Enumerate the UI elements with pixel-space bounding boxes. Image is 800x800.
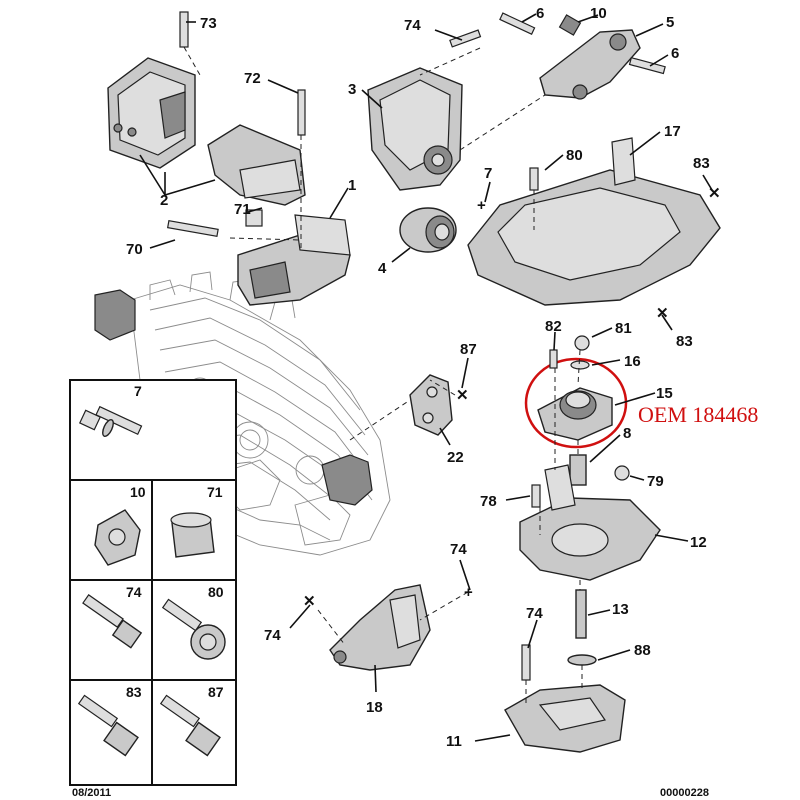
callout-4: 4 — [378, 260, 387, 277]
part-22-gasket — [409, 374, 453, 436]
callout-82: 82 — [545, 318, 562, 335]
callout-81: 81 — [615, 320, 632, 337]
callout-5: 5 — [666, 14, 674, 31]
callout-74-mid: 74 — [450, 541, 467, 558]
callout-6-right: 6 — [671, 45, 679, 62]
callout-numbers: 73 74 6 10 5 72 3 6 2 17 1 80 83 71 7 70… — [126, 5, 710, 750]
callout-71: 71 — [234, 201, 251, 218]
part-3-bracket — [367, 67, 463, 191]
callout-16: 16 — [624, 353, 641, 370]
callout-74-bottom: 74 — [526, 605, 543, 622]
callout-78: 78 — [480, 493, 497, 510]
part-18-bracket — [329, 584, 431, 671]
callout-22: 22 — [447, 449, 464, 466]
svg-text:+: + — [464, 584, 473, 601]
callout-10: 10 — [590, 5, 607, 22]
legend-label-83: 83 — [126, 684, 142, 700]
part-17-battery-tray — [467, 137, 721, 306]
callout-83: 83 — [693, 155, 710, 172]
callout-15: 15 — [656, 385, 673, 402]
hex-bolt-icon — [82, 594, 143, 649]
legend-label-10: 10 — [130, 484, 146, 500]
hardware-legend: 7 10 71 74 80 83 — [69, 379, 237, 786]
collar-bolt-icon — [159, 694, 221, 757]
legend-label-7: 7 — [134, 383, 142, 399]
callout-12: 12 — [690, 534, 707, 551]
callout-88: 88 — [634, 642, 651, 659]
part-8-spacer — [569, 454, 587, 486]
callout-2: 2 — [160, 192, 168, 209]
callout-6: 6 — [536, 5, 544, 22]
flange-bolt-icon — [161, 598, 226, 660]
cage-nut-icon — [94, 509, 141, 566]
callout-72: 72 — [244, 70, 261, 87]
callout-87: 87 — [460, 341, 477, 358]
part-2-bracket — [207, 124, 306, 206]
part-88-washer — [567, 654, 597, 666]
oem-part-label: OEM 184468 — [638, 402, 758, 427]
callout-3: 3 — [348, 81, 356, 98]
screw-bolt-icon — [77, 694, 139, 757]
callout-83-lower: 83 — [676, 333, 693, 350]
callout-74-left: 74 — [264, 627, 281, 644]
part-5-link-arm — [539, 29, 641, 100]
part-13-stud — [575, 589, 587, 639]
assembly-markers: + ✕ ✕ ✕ + ✕ — [303, 185, 721, 610]
callout-80: 80 — [566, 147, 583, 164]
leader-lines — [139, 13, 713, 742]
callout-18: 18 — [366, 699, 383, 716]
callout-17: 17 — [664, 123, 681, 140]
svg-text:✕: ✕ — [656, 305, 669, 322]
svg-text:✕: ✕ — [456, 387, 469, 404]
footer-code: 00000228 — [660, 787, 709, 799]
legend-label-87: 87 — [208, 684, 224, 700]
callout-8: 8 — [623, 425, 631, 442]
callout-7: 7 — [484, 165, 492, 182]
part-15-gearbox-mount — [537, 387, 613, 441]
assembly-lines — [183, 46, 583, 705]
callout-13: 13 — [612, 601, 629, 618]
part-1-lower-mount — [237, 214, 351, 306]
legend-label-80: 80 — [208, 584, 224, 600]
callout-74: 74 — [404, 17, 421, 34]
part-4-bush — [399, 207, 457, 253]
fasteners — [166, 11, 666, 681]
sleeve-icon — [170, 512, 215, 558]
part-2-mount-housing — [107, 57, 196, 169]
callout-70: 70 — [126, 241, 143, 258]
svg-text:+: + — [477, 197, 486, 214]
callout-79: 79 — [647, 473, 664, 490]
callout-1: 1 — [348, 177, 356, 194]
part-11-base — [504, 684, 626, 753]
svg-text:✕: ✕ — [303, 593, 316, 610]
legend-label-71: 71 — [207, 484, 223, 500]
footer-date: 08/2011 — [72, 787, 111, 799]
callout-11: 11 — [446, 733, 462, 750]
part-12-support-plate — [519, 464, 661, 581]
svg-text:✕: ✕ — [708, 185, 721, 202]
legend-label-74: 74 — [126, 584, 142, 600]
callout-73: 73 — [200, 15, 217, 32]
stud-bolt-icon — [78, 405, 143, 438]
oem-highlight-circle — [524, 357, 628, 449]
